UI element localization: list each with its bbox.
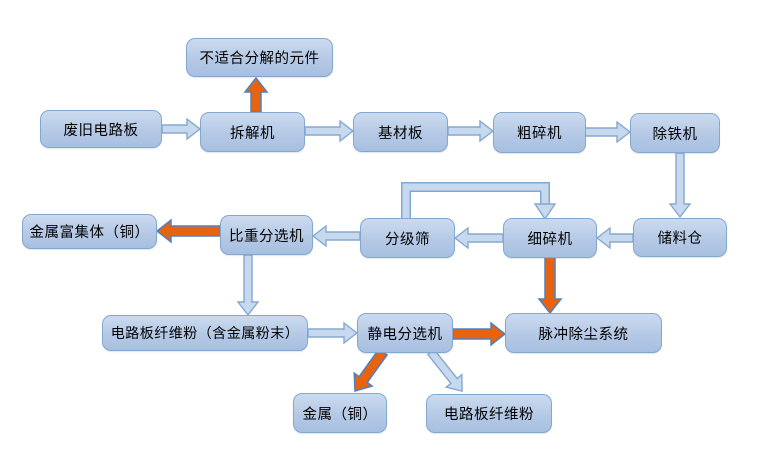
arrow-iron-remover-to-storage-bin [668, 152, 692, 219]
node-iron-remover: 除铁机 [630, 113, 720, 153]
arrow-fine-crusher-to-pulse-dust [537, 256, 563, 315]
node-metal-copper: 金属（铜） [293, 393, 387, 433]
arrow-dismantler-to-unsuitable [243, 76, 269, 113]
arrow-gravity-separator-to-metal-enrichment [155, 218, 221, 244]
arrow-coarse-crusher-to-iron-remover [584, 120, 632, 144]
arrow-electrostatic-to-pulse-dust [452, 321, 507, 347]
node-pulse-dust-system: 脉冲除尘系统 [505, 313, 662, 353]
arrow-grading-screen-to-gravity-separator [311, 224, 361, 248]
node-coarse-crusher: 粗碎机 [493, 112, 586, 153]
node-unsuitable-components: 不适合分解的元件 [186, 38, 333, 77]
node-storage-bin: 储料仓 [633, 218, 727, 257]
arrow-gravity-separator-to-fiber-powder-mix [236, 254, 260, 317]
arrow-base-board-to-coarse-crusher [447, 119, 495, 143]
node-fine-crusher: 细碎机 [503, 218, 597, 258]
arrow-waste-board-to-dismantler [161, 117, 202, 141]
arrow-storage-bin-to-fine-crusher [595, 226, 634, 250]
node-waste-circuit-board: 废旧电路板 [40, 110, 162, 148]
node-electrostatic-separator: 静电分选机 [357, 313, 453, 353]
node-gravity-separator: 比重分选机 [220, 215, 313, 255]
node-fiber-powder-with-metal: 电路板纤维粉（含金属粉末） [102, 315, 308, 351]
arrow-fiber-powder-mix-to-electrostatic [307, 321, 359, 345]
node-dismantler: 拆解机 [200, 112, 305, 152]
arrow-grading-screen-to-fine-crusher-loop [401, 182, 557, 221]
node-grading-screen: 分级筛 [360, 218, 455, 258]
arrow-dismantler-to-base-board [304, 119, 355, 143]
node-base-board: 基材板 [353, 112, 448, 152]
arrow-electrostatic-to-fiber-powder [426, 348, 463, 393]
node-fiber-powder: 电路板纤维粉 [426, 394, 552, 433]
arrow-fine-crusher-to-grading-screen [453, 226, 504, 250]
arrow-electrostatic-to-metal-copper [353, 348, 389, 392]
node-metal-enrichment-copper: 金属富集体（铜） [22, 214, 157, 249]
